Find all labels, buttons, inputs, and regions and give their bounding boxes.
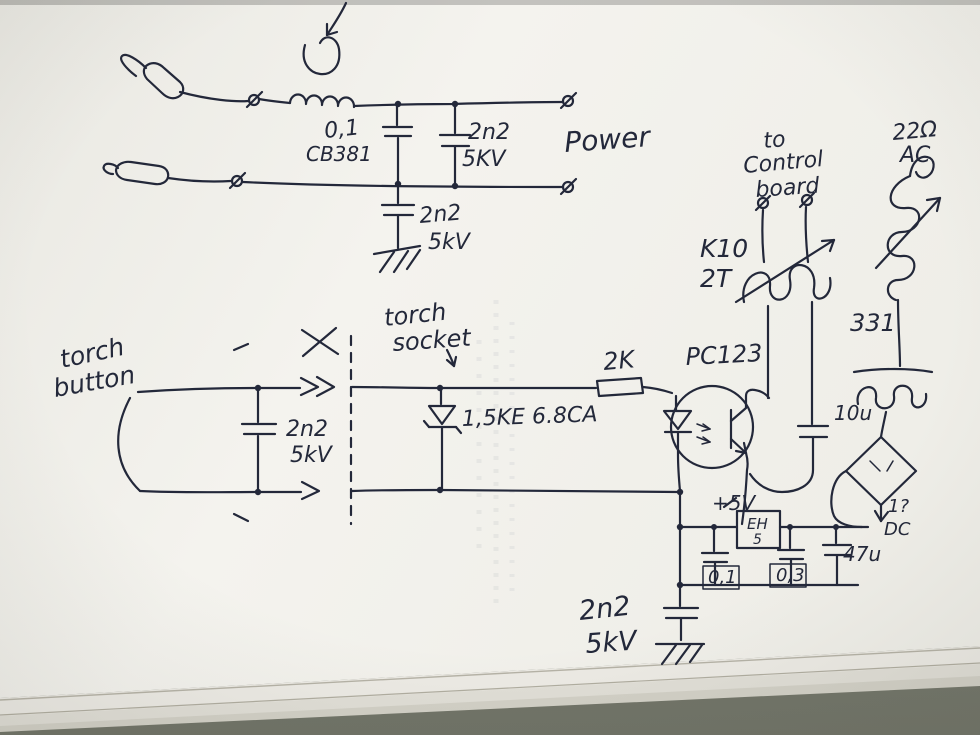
schematic-photo: Power 0,1 CB381 2n2 5KV 2n2 5kV torch bu… <box>0 0 980 735</box>
photo-vignette <box>0 0 980 735</box>
